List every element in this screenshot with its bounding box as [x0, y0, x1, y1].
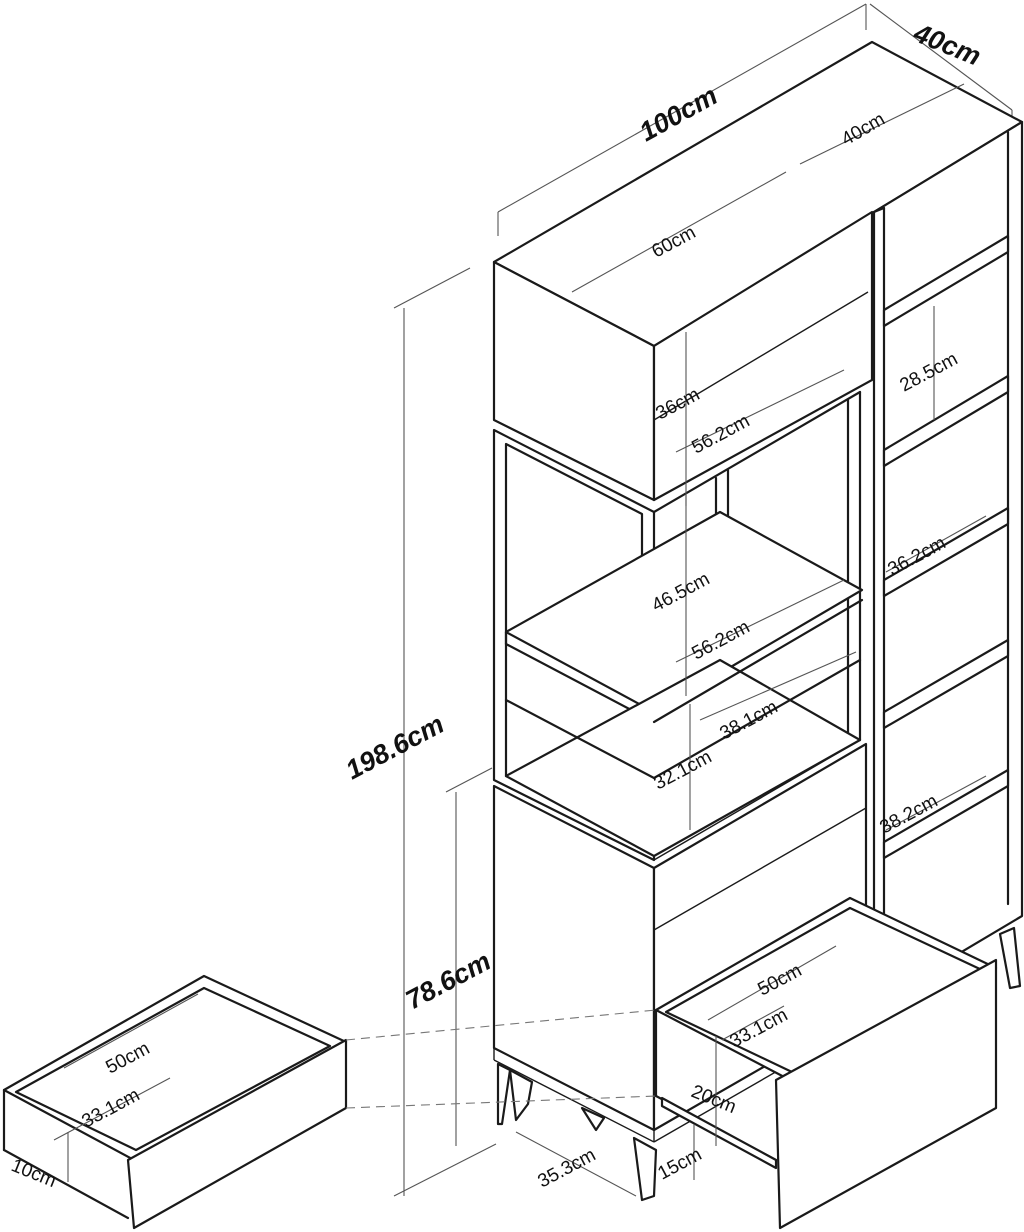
open-drawer	[654, 896, 998, 1230]
top-box-right	[652, 210, 874, 502]
label-base-height: 78.6cm	[401, 946, 496, 1015]
projection-lines	[345, 1009, 657, 1109]
metal-open-frame	[492, 390, 864, 862]
label-leg-height: 15cm	[654, 1144, 705, 1184]
side-shelving-unit	[872, 120, 1024, 1006]
lower-shelf	[504, 658, 862, 858]
main-cabinet	[492, 40, 1024, 1202]
label-overall-depth: 40cm	[909, 17, 985, 71]
middle-shelf	[504, 510, 864, 714]
cabinet-legs	[496, 1062, 658, 1202]
side-shelf-2	[882, 374, 1010, 468]
side-shelf-3	[882, 506, 1010, 598]
loose-drawer	[2, 974, 348, 1230]
side-shelf-5	[882, 768, 1010, 860]
overall-dimension-lines	[393, 3, 1013, 1197]
side-shelf-1	[882, 234, 1010, 328]
interior-dimension-arrows	[53, 83, 987, 1197]
label-leg-span: 35.3cm	[534, 1145, 599, 1193]
drawer-runner	[660, 1096, 778, 1170]
side-shelf-4	[882, 638, 1010, 730]
label-loose-drawer-height: 10cm	[8, 1155, 59, 1192]
label-overall-height: 198.6cm	[341, 709, 449, 786]
open-drawer-front	[774, 958, 998, 1230]
